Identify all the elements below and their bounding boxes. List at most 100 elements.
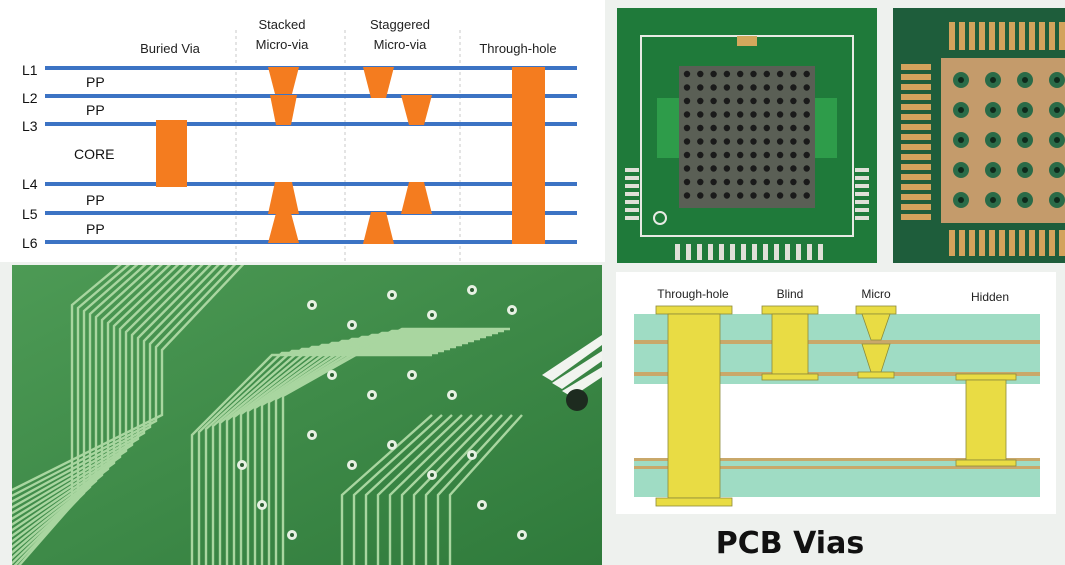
mounting-hole xyxy=(566,389,588,411)
copper-trace xyxy=(12,265,245,492)
bga-via xyxy=(763,151,770,159)
qfp-pad xyxy=(969,22,975,50)
copper-trace xyxy=(246,337,480,565)
bga-via xyxy=(683,97,691,105)
copper-trace xyxy=(225,343,462,565)
thermal-via-hole xyxy=(958,167,964,173)
copper-trace xyxy=(218,345,456,565)
column-label-staggered-1: Staggered xyxy=(370,17,430,32)
stacked-microvia-l4-l5 xyxy=(268,182,299,214)
bga-via xyxy=(723,138,731,145)
bga-via xyxy=(683,165,691,172)
copper-trace xyxy=(12,265,229,503)
edge-pad xyxy=(625,200,639,204)
via-hole xyxy=(240,463,244,467)
layer-label-l2: L2 xyxy=(22,90,38,106)
bga-via xyxy=(710,165,717,172)
bga-via xyxy=(697,111,704,118)
qfp-pad xyxy=(901,124,931,130)
qfp-thermal-vias xyxy=(953,72,1065,208)
edge-pad xyxy=(625,208,639,212)
copper-trace xyxy=(388,414,473,565)
bga-footprint-svg xyxy=(617,8,877,263)
copper-trace xyxy=(12,265,155,555)
via-hole xyxy=(430,313,434,317)
bga-via xyxy=(790,124,797,132)
qfp-pad xyxy=(901,184,931,190)
edge-pad xyxy=(774,244,779,260)
copper-trace xyxy=(12,265,147,560)
layer-line-l2 xyxy=(45,94,577,98)
qfp-pad xyxy=(1039,230,1045,256)
stacked-micro-vias xyxy=(268,67,299,243)
column-label-buried: Buried Via xyxy=(140,41,201,56)
via-hole xyxy=(410,373,414,377)
thermal-via-hole xyxy=(1054,137,1060,143)
qfp-pad xyxy=(901,94,931,100)
staggered-microvia-l4-l5 xyxy=(401,182,432,214)
bga-via xyxy=(723,178,731,186)
thermal-via-hole xyxy=(1054,167,1060,173)
copper-trace xyxy=(12,265,188,532)
edge-pad xyxy=(675,244,680,260)
dielectric-label-pp-3: PP xyxy=(86,192,105,208)
qfp-pad xyxy=(989,230,995,256)
dielectric-layer xyxy=(634,458,1040,466)
bga-via xyxy=(803,97,810,105)
copper-trace xyxy=(412,414,493,565)
qfp-pad xyxy=(1009,230,1015,256)
bga-via xyxy=(710,138,717,145)
label-blind: Blind xyxy=(777,287,804,301)
column-label-staggered-2: Micro-via xyxy=(374,37,427,52)
staggered-microvia-l1-l2 xyxy=(363,67,394,98)
edge-pad xyxy=(697,244,702,260)
bga-via xyxy=(710,192,717,199)
bga-via xyxy=(750,178,757,186)
copper-trace xyxy=(448,414,523,565)
thermal-via-hole xyxy=(1022,77,1028,83)
bga-via xyxy=(763,70,770,78)
edge-pad xyxy=(741,244,746,260)
bga-via xyxy=(697,192,704,199)
thermal-via-hole xyxy=(990,167,996,173)
edge-pad xyxy=(855,192,869,196)
bga-via xyxy=(710,124,717,132)
bga-via xyxy=(776,124,784,132)
edge-pad xyxy=(737,36,757,46)
edge-pad xyxy=(625,192,639,196)
copper-trace xyxy=(12,265,204,521)
bga-via xyxy=(803,178,810,186)
thermal-via-hole xyxy=(1022,167,1028,173)
copper-trace xyxy=(400,414,483,565)
thermal-via-hole xyxy=(990,107,996,113)
copper-foils xyxy=(634,340,1040,469)
bga-via xyxy=(737,124,744,132)
via-hole xyxy=(310,303,314,307)
thermal-via-hole xyxy=(1054,107,1060,113)
edge-pad xyxy=(855,176,869,180)
copper-trace xyxy=(17,265,122,565)
layer-diagram-svg: Through-hole Blind Micro Hidden xyxy=(634,287,1040,507)
edge-pad xyxy=(796,244,801,260)
bga-via xyxy=(710,84,717,91)
thermal-via-hole xyxy=(1022,137,1028,143)
bga-via xyxy=(697,151,704,159)
bga-via xyxy=(790,70,797,78)
via-hole xyxy=(330,373,334,377)
bga-via xyxy=(776,111,784,118)
bga-via xyxy=(790,138,797,145)
via-pads xyxy=(237,285,527,540)
via-hole xyxy=(390,293,394,297)
bga-via xyxy=(737,97,744,105)
qfp-pad xyxy=(901,144,931,150)
qfp-pad xyxy=(901,164,931,170)
stacked-microvia-l5-l6 xyxy=(268,213,299,243)
bga-via xyxy=(803,165,810,172)
bga-via xyxy=(723,192,731,199)
bga-via xyxy=(776,84,784,91)
layer-label-l3: L3 xyxy=(22,118,38,134)
via-hole xyxy=(470,288,474,292)
edge-pad xyxy=(855,216,869,220)
column-label-stacked-2: Micro-via xyxy=(256,37,309,52)
copper-trace xyxy=(211,347,450,565)
